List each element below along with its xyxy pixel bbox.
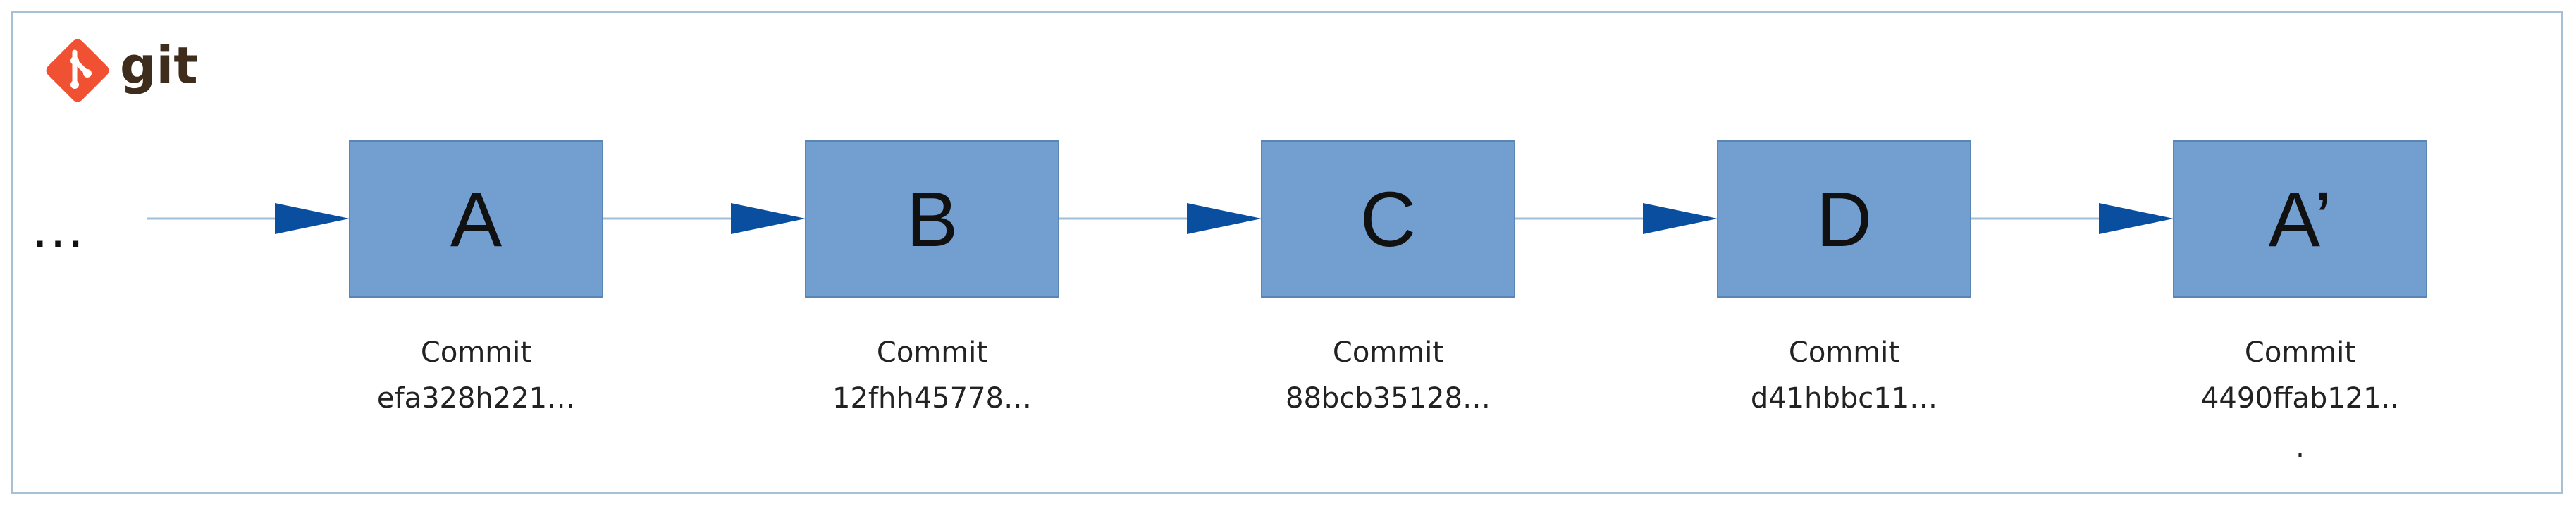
arrowhead-1: [275, 203, 350, 234]
commit-hash-b: 12fhh45778…: [832, 382, 1032, 415]
commit-box-d: [1717, 140, 1971, 298]
commit-caption-a: Commit: [421, 336, 531, 369]
commit-node-c: C Commit 88bcb35128…: [1261, 140, 1515, 415]
commit-box-label-a-prime: A’: [2269, 176, 2332, 263]
commit-box-label-c: C: [1360, 176, 1416, 263]
commit-caption-a-prime: Commit: [2245, 336, 2355, 369]
commit-node-a-prime: A’ Commit 4490ffab121.. .: [2173, 140, 2427, 464]
commit-box-c: [1261, 140, 1515, 298]
commit-box-a: [349, 140, 603, 298]
commit-node-a: A Commit efa328h221…: [349, 140, 603, 415]
commit-hash-a-prime: 4490ffab121..: [2201, 382, 2399, 415]
commit-caption-d: Commit: [1789, 336, 1899, 369]
commit-box-label-b: B: [906, 176, 958, 263]
commit-caption-b: Commit: [877, 336, 987, 369]
connectors: [147, 203, 2174, 234]
commit-hash-c: 88bcb35128…: [1286, 382, 1491, 415]
commit-box-a-prime: [2173, 140, 2427, 298]
arrowhead-4: [1643, 203, 1718, 234]
git-logo-text: git: [120, 36, 198, 95]
arrowhead-2: [731, 203, 806, 234]
commit-hash-a-prime-extra: .: [2295, 432, 2305, 464]
commit-node-d: D Commit d41hbbc11…: [1717, 140, 1971, 415]
commit-box-b: [805, 140, 1059, 298]
commit-node-b: B Commit 12fhh45778…: [805, 140, 1059, 415]
leading-ellipsis: …: [30, 196, 86, 259]
commit-caption-c: Commit: [1333, 336, 1443, 369]
commit-box-label-a: A: [450, 176, 503, 263]
arrowhead-5: [2099, 203, 2174, 234]
arrowhead-3: [1187, 203, 1262, 234]
git-logo-icon: [46, 39, 109, 102]
commit-hash-d: d41hbbc11…: [1751, 382, 1937, 415]
commit-hash-a: efa328h221…: [377, 382, 575, 415]
git-logo: git: [46, 36, 198, 102]
commit-box-label-d: D: [1816, 176, 1872, 263]
